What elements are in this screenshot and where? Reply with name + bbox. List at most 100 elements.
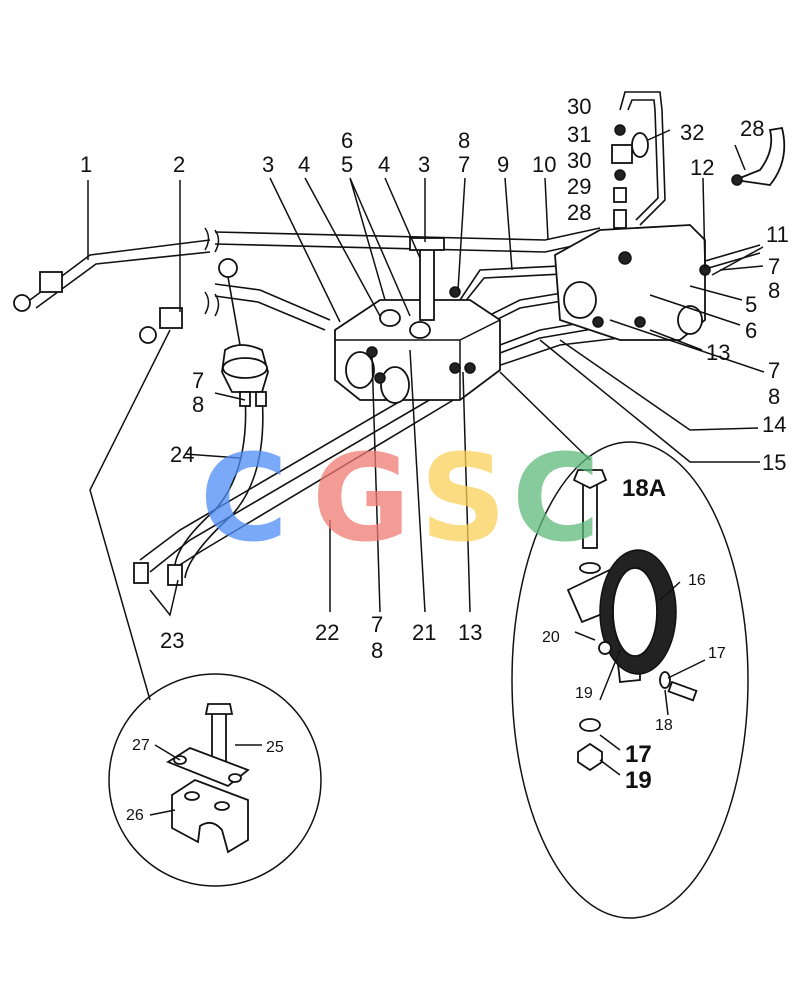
fitting-31-cap — [631, 132, 649, 158]
line-22 — [139, 374, 446, 561]
lever-shaft — [227, 276, 241, 346]
valve-spool — [563, 281, 597, 319]
valve-block-center — [334, 237, 501, 404]
callout-9: 9 — [497, 152, 509, 177]
fitting-28 — [613, 209, 627, 229]
detail-circle — [108, 673, 322, 887]
fitting — [374, 372, 386, 384]
callout-4b: 4 — [378, 152, 390, 177]
watermark-letter-g: G — [312, 430, 411, 569]
watermark-letter-c1: C — [200, 430, 288, 569]
block-26 — [171, 778, 249, 854]
line-24b — [184, 394, 264, 579]
callout-16: 16 — [688, 572, 706, 589]
lever-boot — [222, 357, 268, 379]
callout-8e: 8 — [371, 638, 383, 663]
callouts: 1 2 3 4 6 5 4 3 8 7 9 10 30 31 32 30 29 … — [80, 94, 789, 824]
callout-8b: 8 — [768, 278, 780, 303]
break-mark — [204, 227, 220, 253]
callout-30b: 30 — [567, 148, 591, 173]
watermark: C G S C — [200, 430, 600, 569]
nut-19 — [598, 641, 612, 655]
callout-15: 15 — [762, 450, 786, 475]
callout-26: 26 — [126, 807, 144, 824]
callout-7b: 7 — [768, 254, 780, 279]
callout-8: 8 — [458, 128, 470, 153]
clamp-bracket — [159, 307, 183, 329]
line-15 — [479, 337, 621, 373]
valve-spool — [677, 305, 703, 335]
callout-19: 19 — [575, 685, 593, 702]
callout-11: 11 — [766, 222, 789, 247]
detail-wheel-assembly — [511, 441, 749, 919]
detail-ellipse — [511, 441, 749, 919]
callout-3b: 3 — [418, 152, 430, 177]
callout-5b: 5 — [745, 292, 757, 317]
callout-28b: 28 — [740, 116, 764, 141]
callout-13b: 13 — [458, 620, 482, 645]
callout-1: 1 — [80, 152, 92, 177]
callout-8d: 8 — [192, 392, 204, 417]
rod-clamp — [39, 271, 63, 293]
callout-31: 31 — [567, 122, 591, 147]
bolt-head — [572, 469, 608, 490]
callout-5: 5 — [341, 152, 353, 177]
callout-13: 13 — [706, 340, 730, 365]
callout-17: 17 — [708, 645, 726, 662]
callout-14: 14 — [762, 412, 786, 437]
callout-25: 25 — [266, 739, 284, 756]
callout-10: 10 — [532, 152, 556, 177]
callout-6b: 6 — [745, 318, 757, 343]
elbow-nut — [731, 174, 743, 186]
watermark-letter-c2: C — [512, 430, 600, 569]
valve-port — [379, 309, 401, 327]
callout-17b: 17 — [625, 741, 652, 768]
line-22c — [174, 389, 471, 569]
rod-upper — [214, 227, 601, 241]
elbow-28 — [731, 126, 786, 186]
callout-32: 32 — [680, 120, 704, 145]
callout-3: 3 — [262, 152, 274, 177]
fitting-31 — [611, 144, 633, 164]
washer-17b — [579, 718, 601, 732]
callout-22: 22 — [315, 620, 339, 645]
rod-nut — [13, 294, 31, 312]
callout-18: 18 — [655, 717, 673, 734]
control-lever — [133, 258, 269, 586]
fitting-29 — [613, 187, 627, 203]
callout-28: 28 — [567, 200, 591, 225]
nut-19b — [577, 742, 603, 772]
valve-spool — [380, 366, 410, 404]
callout-24: 24 — [170, 442, 194, 467]
rod-upper-lower — [214, 239, 601, 253]
callout-30: 30 — [567, 94, 591, 119]
valve-standpipe — [419, 239, 435, 321]
valve-spool — [345, 351, 375, 389]
fitting — [592, 316, 604, 328]
rear-rod-lower — [214, 295, 326, 331]
fitting — [464, 362, 476, 374]
fitting — [634, 316, 646, 328]
callout-4: 4 — [298, 152, 310, 177]
fitting-stack — [611, 124, 786, 229]
watermark-letter-s: S — [420, 430, 506, 569]
bolt-18 — [667, 680, 698, 702]
detail-clamp-assembly — [108, 673, 322, 887]
tube-32b — [627, 99, 659, 221]
callout-18A: 18A — [622, 475, 666, 502]
rod-left-lower — [35, 251, 211, 309]
callout-7d: 7 — [192, 368, 204, 393]
valve-block-right — [554, 224, 711, 341]
callout-19b: 19 — [625, 767, 652, 794]
end-fitting — [167, 564, 183, 586]
clamp-nut — [139, 326, 157, 344]
leader-lines — [87, 129, 765, 701]
line-22b — [149, 384, 456, 573]
callout-7e: 7 — [371, 612, 383, 637]
lever-knob — [218, 258, 238, 278]
bolt-25-head — [204, 703, 234, 715]
fitting-30b — [614, 169, 626, 181]
plate-27 — [166, 746, 250, 788]
